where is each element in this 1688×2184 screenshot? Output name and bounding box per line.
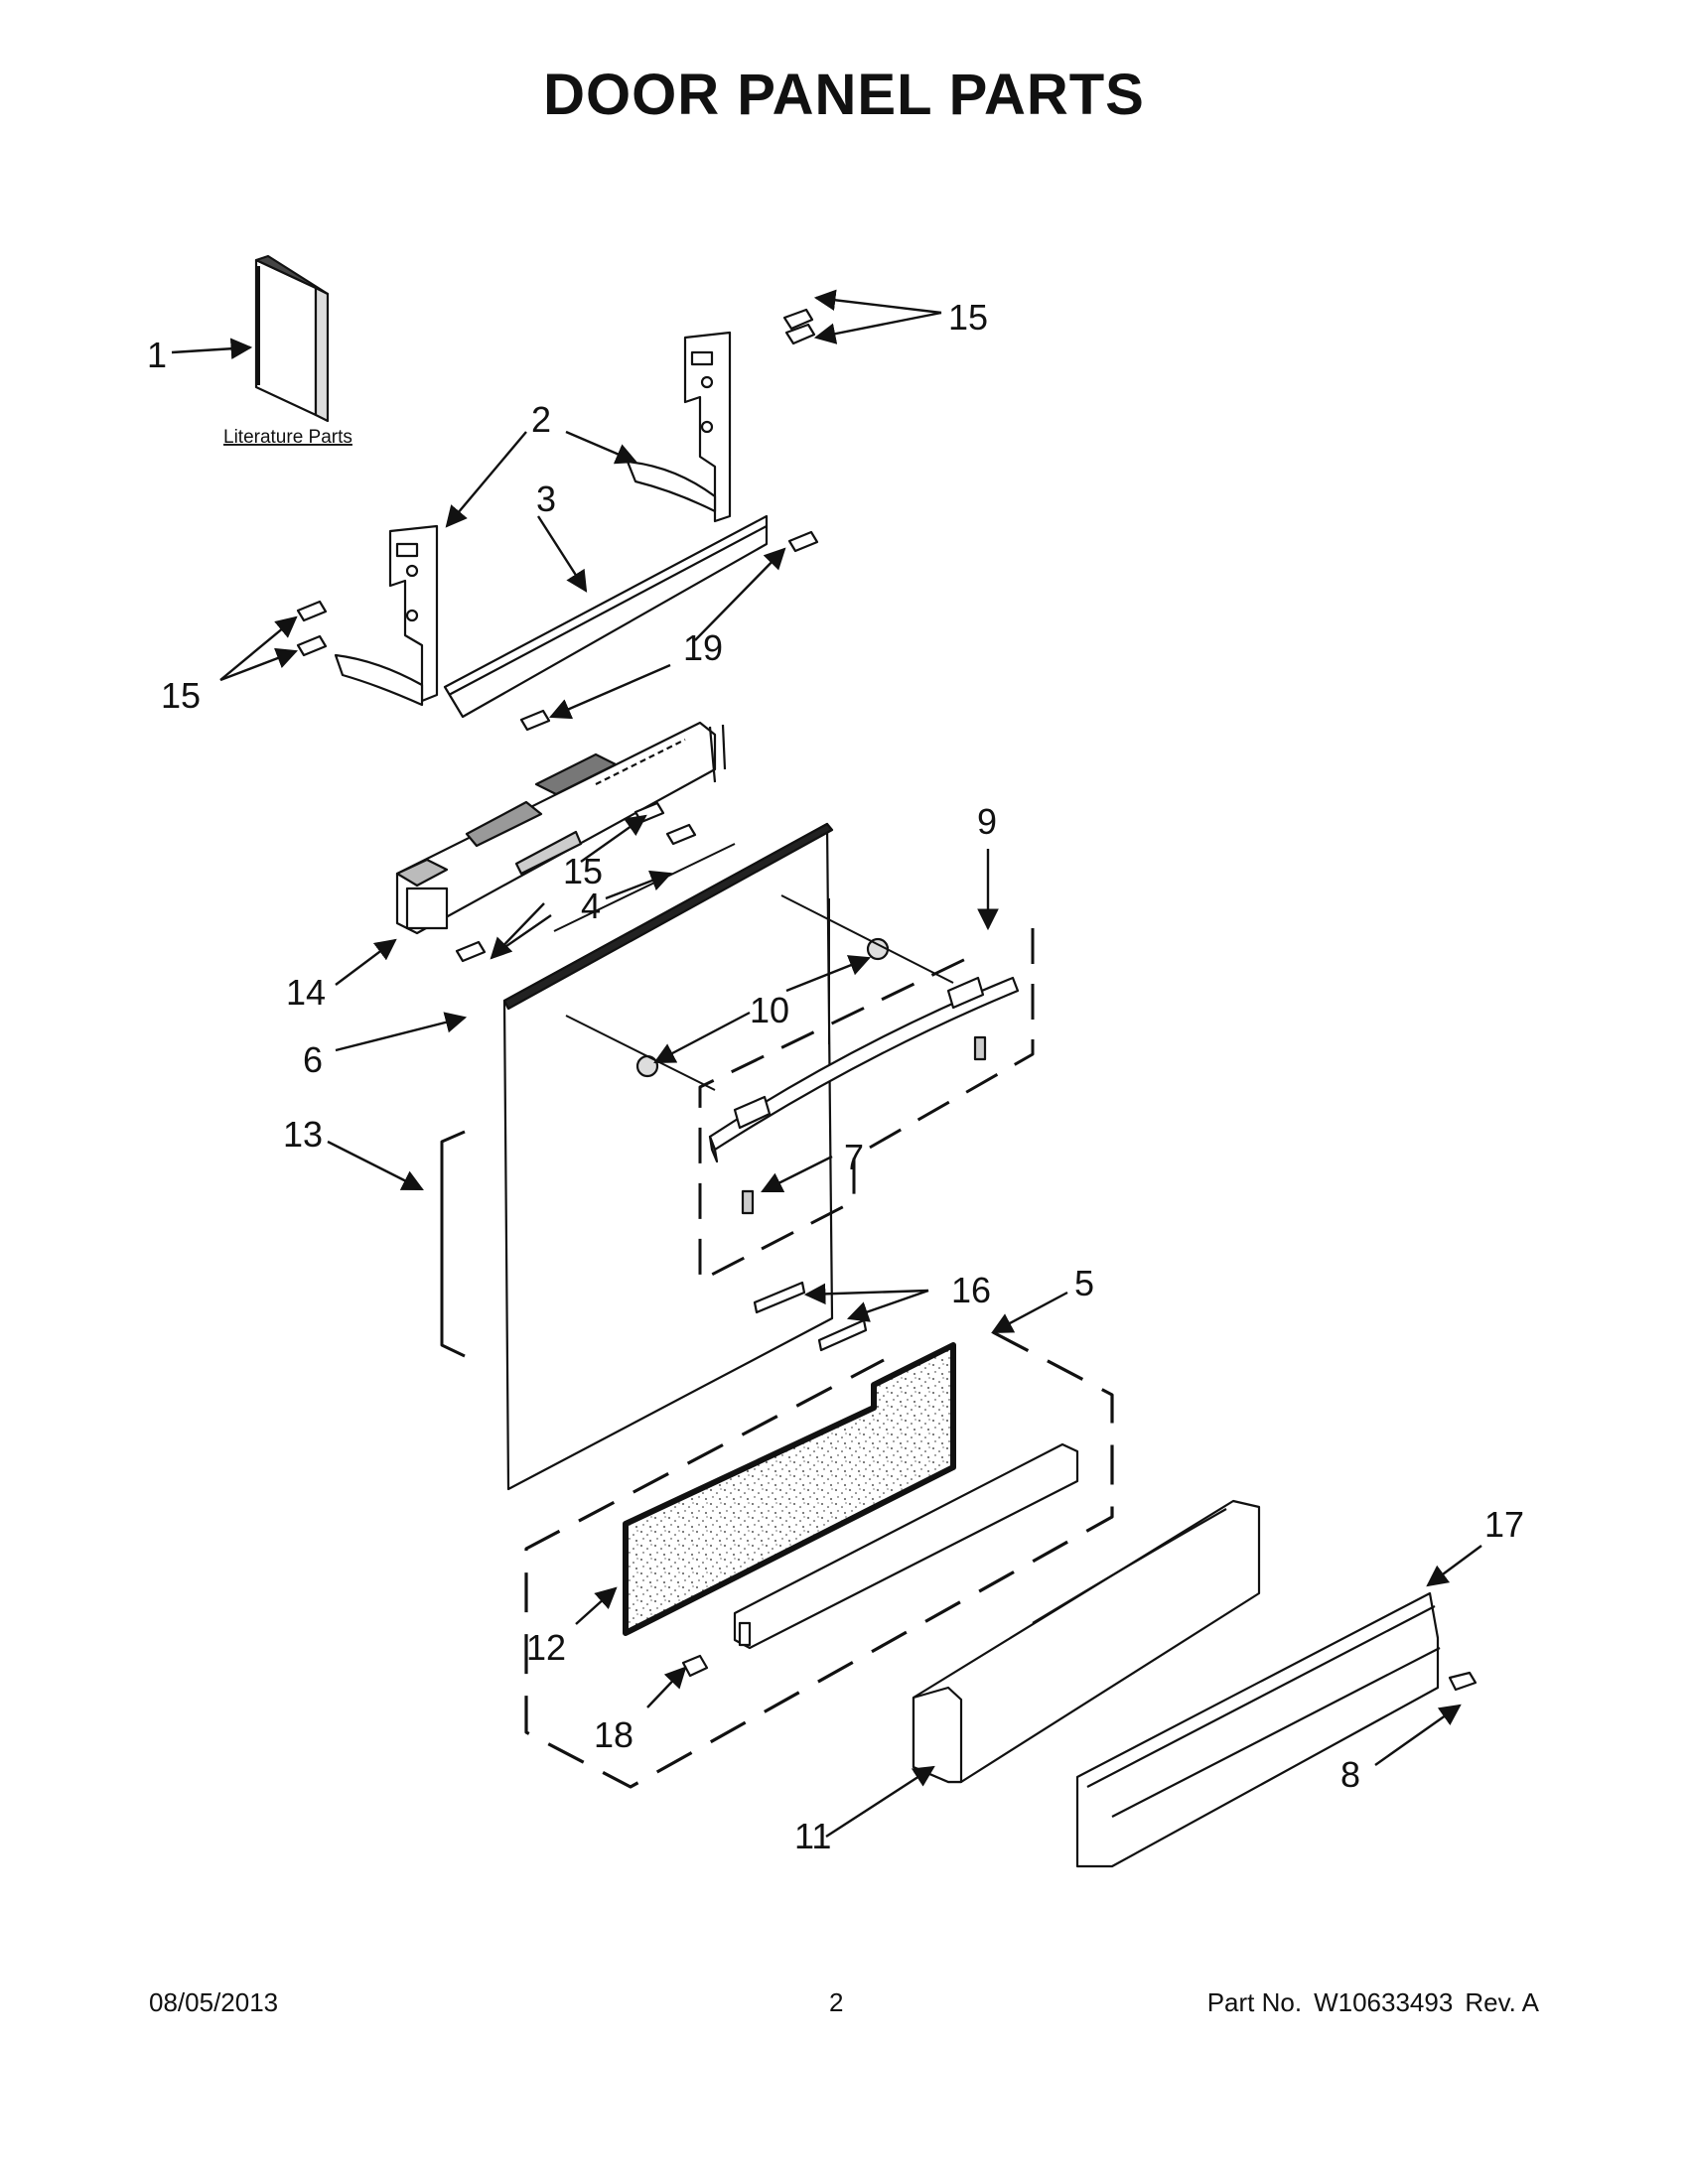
inner-toe-strip bbox=[733, 1442, 1079, 1650]
callout-17: 17 bbox=[1484, 1504, 1524, 1545]
callout-6: 6 bbox=[303, 1039, 323, 1080]
callout-12: 12 bbox=[526, 1627, 566, 1668]
revision: Rev. A bbox=[1465, 1987, 1539, 2017]
callout-9: 9 bbox=[977, 801, 997, 842]
literature-parts-label: Literature Parts bbox=[223, 427, 352, 448]
footer-page-number: 2 bbox=[829, 1987, 844, 2017]
part-number-label: Part No. bbox=[1206, 1987, 1303, 2017]
page-title: DOOR PANEL PARTS bbox=[543, 63, 1145, 127]
side-trim bbox=[440, 1130, 466, 1358]
callout-15-mid: 15 bbox=[563, 851, 603, 891]
handle-kit-outline bbox=[698, 928, 1035, 1283]
console-channel bbox=[443, 514, 769, 719]
outer-door-panel bbox=[502, 822, 834, 1491]
control-assembly bbox=[395, 721, 727, 935]
callout-1: 1 bbox=[147, 335, 167, 375]
small-clip bbox=[681, 1654, 709, 1678]
callout-15-top: 15 bbox=[948, 297, 988, 338]
callout-19: 19 bbox=[683, 627, 723, 668]
footer-date: 08/05/2013 bbox=[149, 1987, 279, 2017]
door-handle bbox=[635, 937, 1020, 1215]
part-number: W10633493 bbox=[1314, 1987, 1454, 2017]
hinge-bracket-left bbox=[334, 524, 439, 707]
footer-part-info: Part No. W10633493 Rev. A bbox=[1196, 1987, 1539, 2018]
callout-15-left: 15 bbox=[161, 675, 201, 716]
callout-2: 2 bbox=[531, 399, 551, 440]
literature-booklet bbox=[254, 254, 330, 423]
callout-7: 7 bbox=[844, 1137, 864, 1177]
insulation-pad bbox=[623, 1342, 956, 1636]
hinge-bracket-right bbox=[626, 331, 732, 523]
toe-panel-kit-outline bbox=[524, 1330, 1114, 1789]
callout-8: 8 bbox=[1340, 1754, 1360, 1795]
callout-14: 14 bbox=[286, 972, 326, 1013]
callout-4: 4 bbox=[581, 886, 601, 926]
callout-13: 13 bbox=[283, 1114, 323, 1155]
callout-10: 10 bbox=[750, 990, 789, 1030]
kick-plate bbox=[1075, 1591, 1440, 1868]
callout-5: 5 bbox=[1074, 1263, 1094, 1303]
callout-16: 16 bbox=[951, 1270, 991, 1310]
callout-11: 11 bbox=[794, 1816, 831, 1856]
callout-18: 18 bbox=[594, 1714, 633, 1755]
callout-3: 3 bbox=[536, 478, 556, 519]
